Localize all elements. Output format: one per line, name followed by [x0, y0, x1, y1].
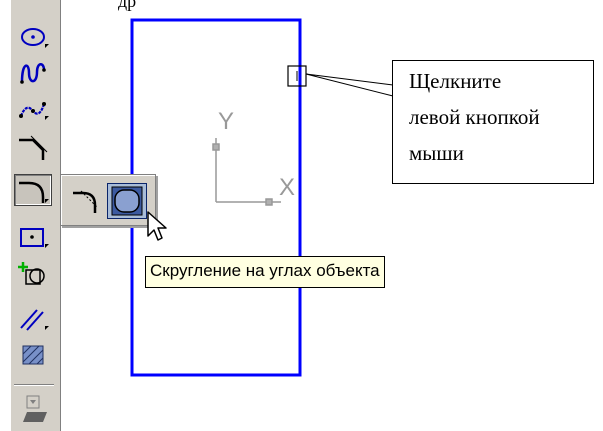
callout-pointer — [305, 73, 394, 97]
tooltip: Скругление на углах объекта — [145, 256, 385, 288]
callout-line-3: мыши — [409, 141, 464, 165]
hatch-icon[interactable] — [15, 340, 51, 370]
drawing-toolbar[interactable] — [10, 0, 61, 431]
fillet-object-corners-icon[interactable] — [107, 183, 147, 219]
fillet-flyout-panel[interactable] — [60, 174, 156, 226]
callout-box: Щелкните левой кнопкой мыши — [392, 60, 594, 184]
fillet-icon[interactable] — [14, 174, 52, 206]
callout-line-2: левой кнопкой — [409, 105, 540, 129]
axis-x-label: X — [279, 174, 296, 201]
collapse-icon[interactable] — [15, 392, 51, 422]
offset-point-icon[interactable] — [15, 258, 51, 288]
mouse-cursor-icon — [147, 211, 167, 241]
toolbar-separator — [14, 384, 54, 386]
polyline-icon[interactable] — [15, 94, 51, 124]
fillet-corner-icon[interactable] — [67, 183, 105, 217]
clipped-caption-text: др — [118, 0, 137, 11]
corner-pick-box[interactable] — [287, 65, 307, 87]
callout-line-1: Щелкните — [409, 69, 502, 93]
ellipse-icon[interactable] — [15, 22, 51, 52]
chamfer-icon[interactable] — [15, 132, 51, 162]
rectangle-icon[interactable] — [15, 222, 51, 252]
parallel-lines-icon[interactable] — [15, 304, 51, 334]
coordinate-axes — [212, 138, 281, 206]
axis-y-label: Y — [218, 108, 235, 135]
spline-icon[interactable] — [15, 58, 51, 88]
